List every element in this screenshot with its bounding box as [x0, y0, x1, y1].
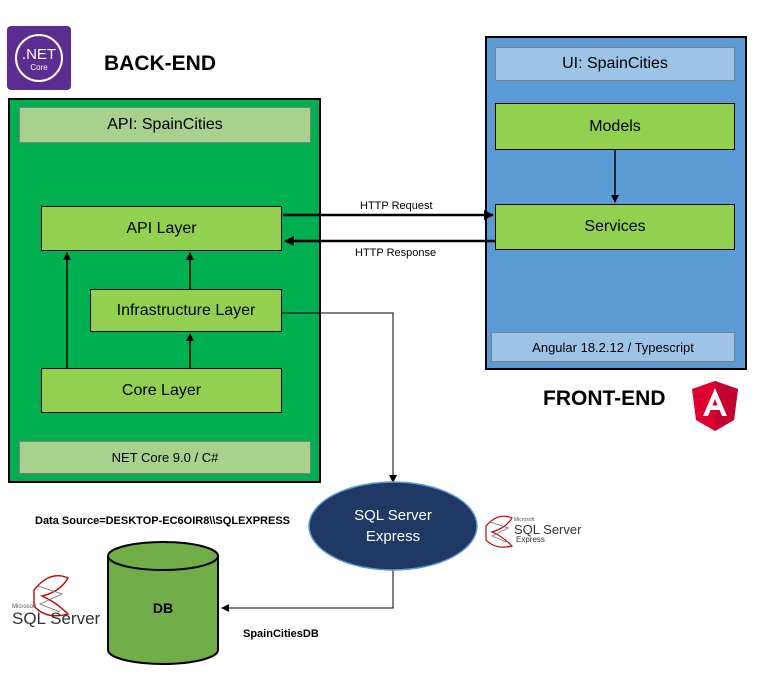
dotnet-core-logo: .NET Core — [7, 26, 71, 90]
frontend-footer-box: Angular 18.2.12 / Typescript — [491, 332, 735, 362]
sql-logo-text: Microsoft SQL Server — [12, 604, 100, 627]
sql-express-logo-edition: Express — [516, 535, 545, 544]
db-label: DB — [152, 600, 174, 616]
sql-server-logo — [33, 575, 70, 617]
db-link-label: SpainCitiesDB — [243, 628, 319, 640]
angular-logo — [690, 380, 740, 432]
infra-to-sqlserver-line — [282, 312, 397, 483]
models-box: Models — [495, 103, 735, 150]
dotnet-logo-text: .NET — [21, 45, 57, 63]
services-box: Services — [495, 204, 735, 250]
sql-express-logo-text: Microsoft SQL Server Express — [514, 518, 581, 544]
api-layer-box: API Layer — [41, 206, 282, 251]
backend-title: BACK-END — [104, 52, 216, 75]
http-request-label: HTTP Request — [360, 200, 433, 212]
sql-server-express-label: SQL Server Express — [309, 504, 477, 548]
sql-server-line1: SQL Server — [354, 507, 432, 524]
frontend-title: FRONT-END — [543, 387, 666, 410]
sql-server-line2: Express — [365, 528, 421, 545]
sqlserver-to-db-line — [221, 569, 394, 612]
core-layer-box: Core Layer — [41, 368, 282, 413]
api-title-box: API: SpainCities — [19, 107, 311, 143]
backend-footer-box: NET Core 9.0 / C# — [19, 441, 311, 474]
sql-server-express-node — [308, 481, 478, 571]
infrastructure-layer-box: Infrastructure Layer — [90, 289, 282, 332]
db-cylinder — [107, 541, 219, 665]
http-response-label: HTTP Response — [355, 247, 437, 259]
sql-express-logo-brand: Microsoft — [514, 517, 535, 523]
frontend-container — [485, 36, 747, 370]
sql-logo-name: SQL Server — [12, 609, 101, 628]
sql-logo-brand: Microsoft — [12, 604, 37, 610]
data-source-label: Data Source=DESKTOP-EC6OIR8\\SQLEXPRESS — [35, 515, 291, 527]
sql-server-express-logo — [485, 515, 514, 548]
dotnet-logo-subtext: Core — [30, 62, 48, 72]
ui-title-box: UI: SpainCities — [495, 47, 735, 81]
sql-express-logo-name: SQL Server — [514, 522, 582, 537]
